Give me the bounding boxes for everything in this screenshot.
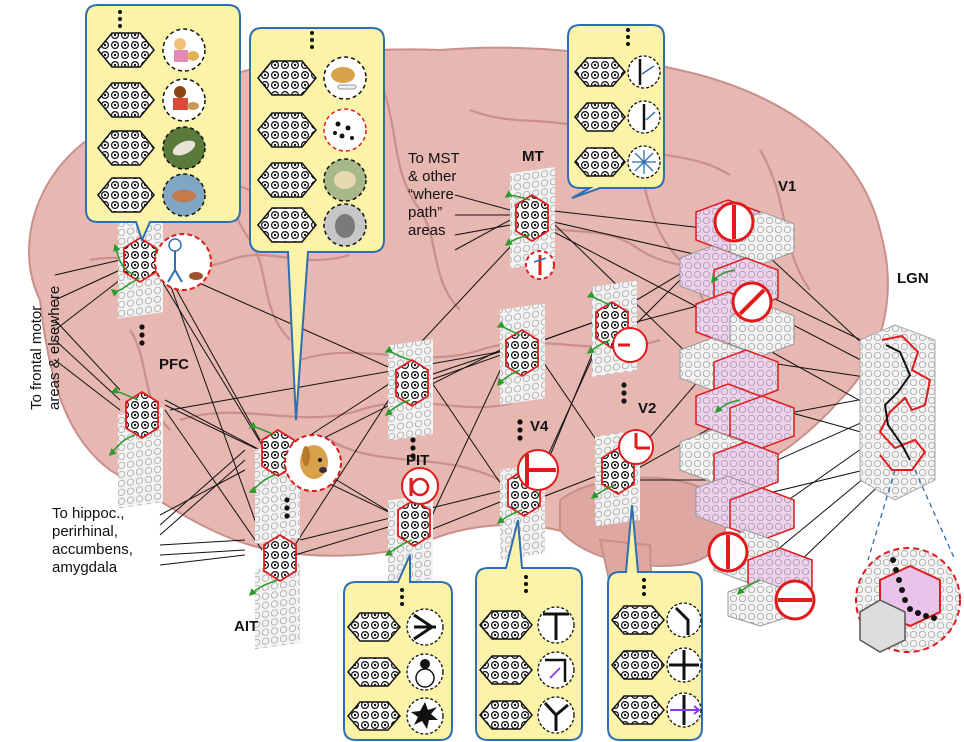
angle-shape-icon (406, 608, 444, 646)
mt-direction-icon (525, 250, 555, 280)
pit-callout (343, 554, 453, 741)
hippocampus-note-line: accumbens, (52, 541, 133, 558)
mt-callout (567, 24, 665, 199)
ait-label: AIT (234, 618, 259, 635)
v2-corner-icon (618, 429, 654, 465)
lgn-zoom-inset (855, 469, 961, 653)
horizontal-bar-icon (774, 579, 816, 621)
v2-label: V2 (638, 400, 657, 417)
girl-walking-dog-icon (154, 233, 212, 291)
cross-arrow-icon (666, 692, 702, 728)
v2-callout (607, 504, 703, 741)
pfc-module-bottom (118, 390, 163, 509)
pit-module-top (388, 339, 433, 441)
bent-line-icon (666, 602, 702, 638)
mst-note-line: To MST (408, 150, 460, 167)
dalmatian-icon (323, 108, 367, 152)
vet-with-dog-icon (162, 78, 206, 122)
ait-callout (249, 27, 385, 421)
pit-label: PIT (406, 452, 430, 469)
v4-t-junction-icon (517, 449, 559, 491)
mt-module (510, 166, 555, 269)
radial-arrows-icon (627, 145, 661, 179)
hippocampus-note: To hippoc., perirhinal, accumbens, amygd… (52, 505, 133, 577)
frontal-note-line: To frontal motor (28, 305, 45, 410)
hippocampus-note-line: perirhinal, (52, 523, 118, 540)
motion-arrow-icon (627, 100, 661, 134)
corner-arrow-icon (537, 651, 575, 689)
frontal-motor-note: To frontal motor areas & elsewhere (28, 250, 64, 410)
ball-and-circle-icon (406, 653, 444, 691)
pit-circle-dot-icon (401, 467, 439, 505)
v1-orientation-icons (707, 201, 816, 621)
golden-retriever-icon (284, 434, 342, 492)
ait-module-bottom (255, 533, 300, 650)
v4-callout (475, 519, 583, 741)
v4-module-top (500, 303, 545, 405)
vertical-bar-icon-lower (707, 531, 749, 573)
pfc-label: PFC (159, 356, 189, 373)
v2-partial-circle-icon (612, 327, 648, 363)
dog-jumping-icon (162, 126, 206, 170)
y-junction-icon (537, 696, 575, 734)
feedback-arrows (108, 190, 761, 597)
lgn-label: LGN (897, 270, 929, 287)
diagonal-bar-icon (731, 281, 773, 323)
girl-hugging-dog-icon (162, 28, 206, 72)
v1-label: V1 (778, 178, 797, 195)
t-junction-icon (537, 606, 575, 644)
mt-label: MT (522, 148, 544, 165)
cross-icon (666, 647, 702, 683)
vertical-bar-icon (713, 201, 755, 243)
dog-in-water-icon (162, 173, 206, 217)
dog-with-bone-icon (323, 56, 367, 100)
pfc-callout (85, 4, 241, 243)
pfc-module-top (118, 217, 163, 319)
wolf-icon (323, 203, 367, 247)
module-feature-icons (154, 233, 654, 505)
mst-note-line: & other (408, 168, 457, 185)
golden-retriever-icon-small (323, 158, 367, 202)
star-burst-icon (406, 697, 444, 735)
hippocampus-note-line: amygdala (52, 559, 118, 576)
mst-note: To MST & other “where path” areas (408, 150, 460, 240)
mst-note-line: areas (408, 222, 446, 239)
frontal-note-line: areas & elsewhere (46, 285, 63, 410)
lgn-honeycomb (859, 324, 936, 501)
direction-arrow-icon (627, 55, 661, 89)
mst-note-line: “where (408, 186, 454, 203)
v4-label: V4 (530, 418, 549, 435)
mst-note-line: path” (408, 204, 443, 221)
hippocampus-note-line: To hippoc., (52, 505, 125, 522)
ellipsis-dots (139, 324, 627, 519)
